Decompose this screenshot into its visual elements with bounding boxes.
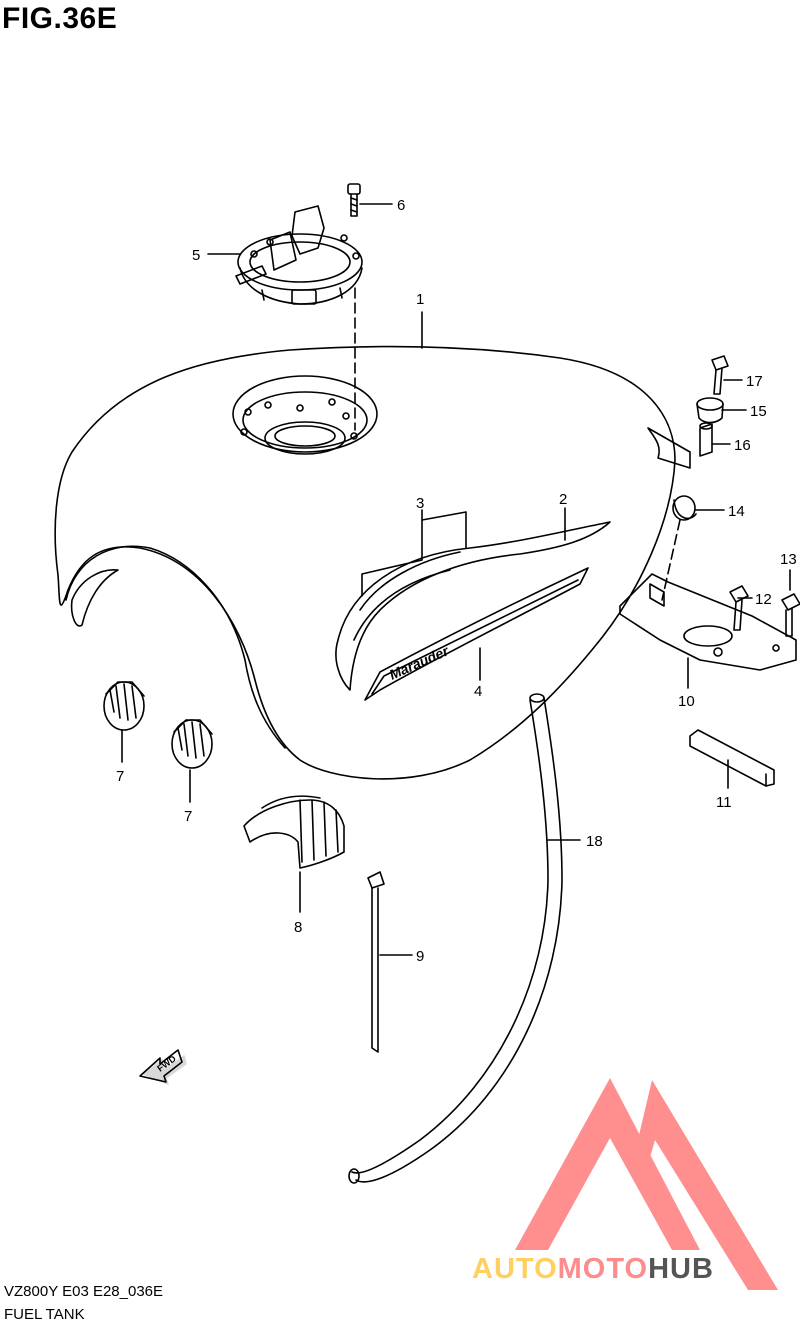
watermark-hub: HUB [648, 1253, 714, 1285]
figure-title: FIG.36E [2, 2, 118, 35]
callout-2: 2 [559, 491, 567, 508]
callout-13: 13 [780, 551, 797, 568]
callout-6: 6 [397, 197, 405, 214]
callout-7a: 7 [116, 768, 124, 785]
model-code: VZ800Y E03 E28_036E [4, 1283, 164, 1300]
drain-hose [351, 699, 549, 1174]
watermark-moto: MOTO [557, 1253, 649, 1285]
tank-emblem [364, 567, 589, 701]
tank-cushion [243, 795, 345, 869]
callout-18: 18 [586, 833, 603, 850]
callout-16: 16 [734, 437, 751, 454]
callout-7b: 7 [184, 808, 192, 825]
spacer-collar [699, 422, 713, 457]
callout-5: 5 [192, 247, 200, 264]
watermark-auto: AUTO [472, 1253, 558, 1285]
callout-17: 17 [746, 373, 763, 390]
cable-tie [367, 871, 385, 1053]
rubber-cushion [672, 495, 697, 521]
bolt-part-17 [711, 355, 729, 395]
plug-cap-7a [103, 681, 145, 731]
bolt-part-12 [729, 585, 749, 631]
fuel-cap-key [291, 205, 325, 255]
fwd-arrow-icon [139, 1049, 187, 1085]
screw-part-6 [347, 183, 361, 217]
retaining-rod [689, 729, 775, 787]
decal-stripe [335, 521, 611, 691]
section-name: FUEL TANK [4, 1306, 85, 1323]
callout-1: 1 [416, 291, 424, 308]
tank-bracket [619, 573, 797, 671]
plug-cap-7b [171, 719, 213, 769]
tank-tunnel-edge [65, 545, 286, 749]
bolt-part-13 [781, 593, 800, 637]
filler-well-outer [232, 375, 378, 453]
callout-3: 3 [416, 495, 424, 512]
fuel-tank-body [54, 345, 676, 780]
tank-emblem-text: Marauder [387, 642, 452, 683]
callout-11: 11 [716, 794, 732, 811]
callout-8: 8 [294, 919, 302, 936]
callout-14: 14 [728, 503, 745, 520]
callout-12: 12 [755, 591, 772, 608]
callout-9: 9 [416, 948, 424, 965]
watermark-logo [515, 1078, 778, 1290]
callout-4: 4 [474, 683, 482, 700]
filler-neck [264, 421, 346, 455]
callout-15: 15 [750, 403, 767, 420]
watermark-text: AUTOMOTOHUB [472, 1253, 714, 1286]
callout-10: 10 [678, 693, 695, 710]
fuel-cap-assembly [235, 205, 363, 305]
grommet [696, 397, 724, 424]
